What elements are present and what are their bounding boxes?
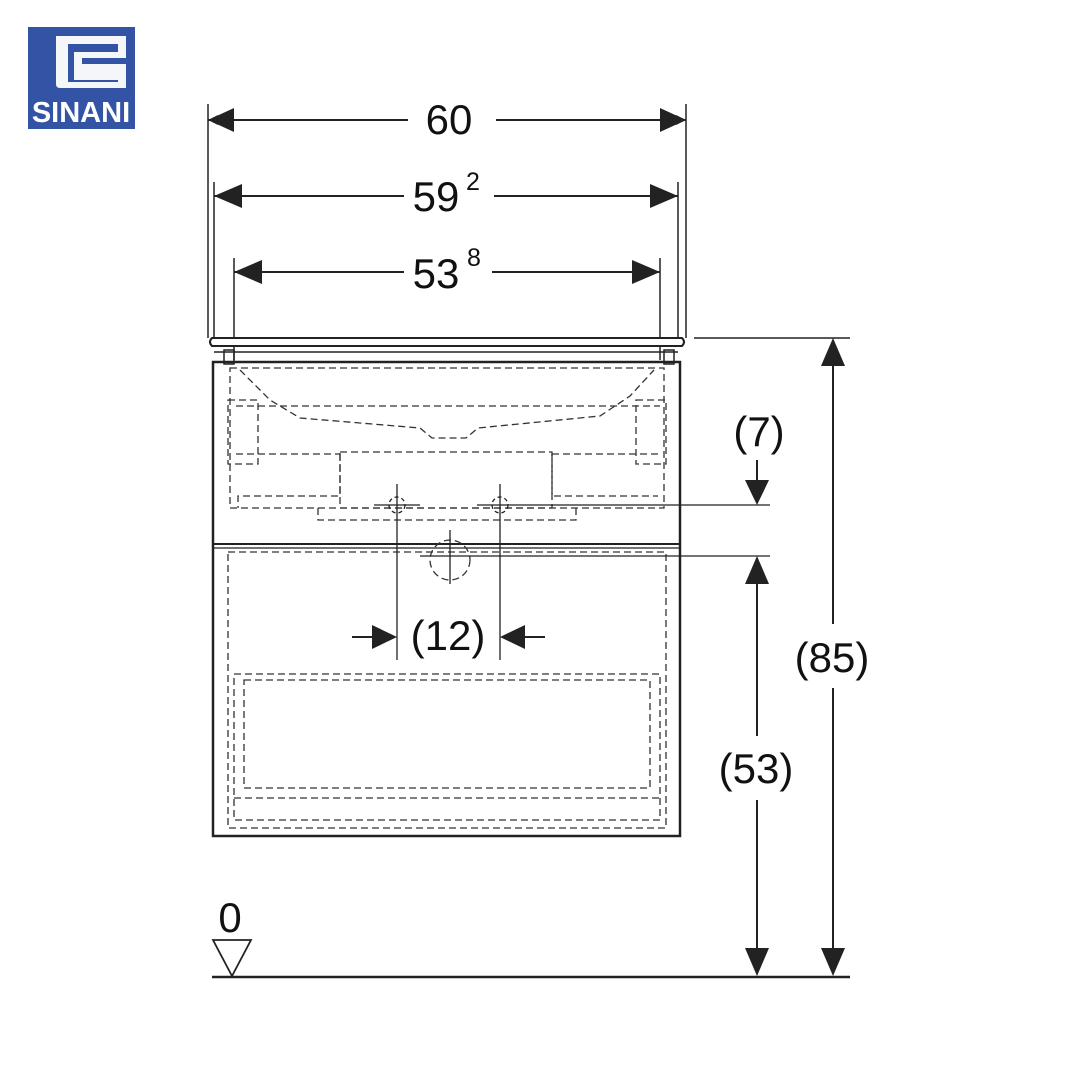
dim-53-sup: 8 (467, 244, 481, 272)
dim-top-width: 59 2 (214, 168, 678, 220)
dim-53-height-label: (53) (719, 745, 794, 792)
floor-zero-label: 0 (218, 894, 241, 941)
extension-lines (207, 104, 687, 360)
dim-12-label: (12) (411, 612, 486, 659)
dim-59-sup: 2 (466, 168, 480, 196)
basin-top (209, 337, 685, 365)
dim-60-label: 60 (426, 96, 473, 143)
dim-drain-height: (53) (719, 556, 794, 976)
dim-59-label: 59 (413, 173, 460, 220)
cabinet-body (211, 360, 682, 838)
hidden-lines (227, 367, 667, 829)
dim-overall-width: 60 (208, 96, 686, 143)
tap-holes (374, 484, 770, 660)
dim-7-label: (7) (733, 408, 784, 455)
dim-53-label: 53 (413, 250, 460, 297)
dim-tap-depth: (7) (733, 408, 785, 505)
dim-tap-spacing: (12) (352, 612, 545, 659)
dim-total-height: (85) (694, 337, 870, 976)
floor-level: 0 (211, 894, 850, 979)
dim-85-label: (85) (795, 634, 870, 681)
sinani-logo: SINANI (28, 27, 135, 129)
dim-inner-width: 53 8 (234, 244, 660, 297)
logo-text: SINANI (32, 97, 130, 129)
